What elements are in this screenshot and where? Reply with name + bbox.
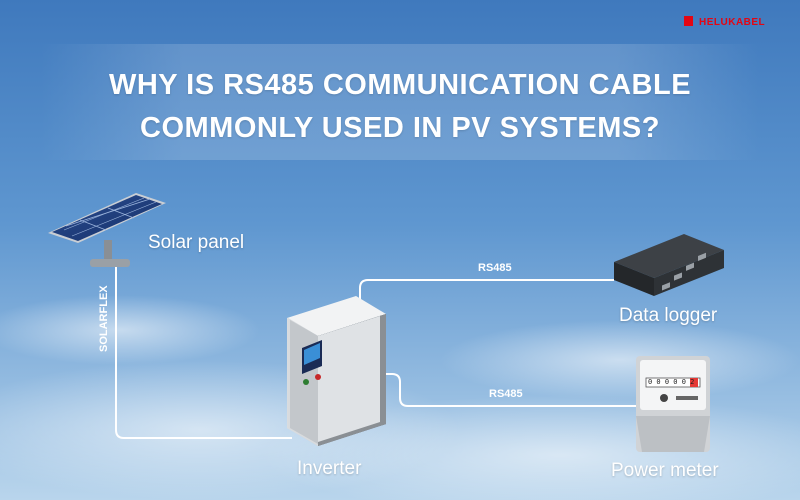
power-meter-label: Power meter xyxy=(611,460,719,481)
rs485-logger-label: RS485 xyxy=(478,262,512,274)
title-band xyxy=(40,44,760,160)
inverter-display xyxy=(302,340,322,385)
solar-panel-icon xyxy=(48,193,166,267)
rs485-cable-meter xyxy=(382,373,640,407)
brand-mark-icon xyxy=(684,16,693,26)
inverter-label: Inverter xyxy=(297,458,362,479)
solarflex-label: SOLARFLEX xyxy=(98,285,110,352)
data-logger-icon xyxy=(614,234,724,296)
title-line-2: COMMONLY USED IN PV SYSTEMS? xyxy=(140,112,660,144)
cloud xyxy=(0,295,260,365)
brand-logo: HELUKABEL xyxy=(684,16,765,28)
power-meter-icon xyxy=(636,356,710,452)
meter-reading: 0 0 0 0 0 2 xyxy=(648,378,695,386)
solarflex-cable xyxy=(115,266,292,439)
rs485-meter-label: RS485 xyxy=(489,388,523,400)
rs485-cable-logger xyxy=(359,279,614,316)
title-line-1: WHY IS RS485 COMMUNICATION CABLE xyxy=(108,69,692,101)
inverter-front xyxy=(290,316,380,444)
data-logger-label: Data logger xyxy=(619,305,718,326)
brand-name: HELUKABEL xyxy=(699,17,766,28)
solar-panel-label: Solar panel xyxy=(148,232,245,253)
